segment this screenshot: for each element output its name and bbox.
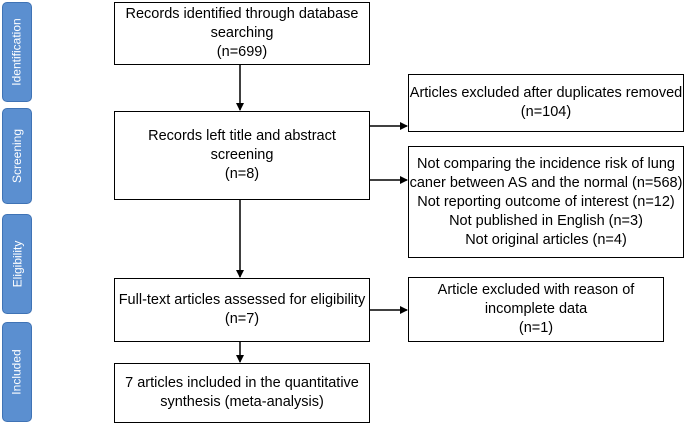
box-duplicates-removed: Articles excluded after duplicates remov… <box>408 74 684 132</box>
box-text-line: Not reporting outcome of interest (n=12) <box>417 193 675 210</box>
box-text-line: Full-text articles assessed for eligibil… <box>118 292 366 308</box>
stage-tab-screening: Screening <box>2 108 32 204</box>
box-text-line: Not published in English (n=3) <box>449 212 643 229</box>
box-text-line: (n=7) <box>224 311 260 327</box>
box-text-line: (n=104) <box>520 104 572 120</box>
box-screening-excluded: Not comparing the incidence risk of lung… <box>408 146 684 258</box>
box-text-line: (n=699) <box>216 44 268 60</box>
stage-tab-identification: Identification <box>2 2 32 102</box>
box-text-line: searching <box>210 25 274 41</box>
box-text-line: Records identified through database <box>125 6 359 22</box>
box-text-line: Not original articles (n=4) <box>465 231 627 248</box>
stage-tab-eligibility: Eligibility <box>2 214 32 314</box>
box-text-line: incomplete data <box>484 301 588 317</box>
box-text-line: screening <box>210 147 274 163</box>
box-text-line: Records left title and abstract <box>148 128 336 144</box>
box-text-line: Article excluded with reason of <box>437 282 635 298</box>
box-text-line: caner between AS and the normal (n=568) <box>409 174 683 191</box>
box-fulltext-excluded: Article excluded with reason of incomple… <box>408 277 664 342</box>
box-text-line: Articles excluded after duplicates remov… <box>409 85 683 101</box>
stage-tab-included: Included <box>2 322 32 422</box>
box-text-line: 7 articles included in the quantitative <box>125 375 359 391</box>
box-included: 7 articles included in the quantitative … <box>114 363 370 423</box>
box-screening: Records left title and abstract screenin… <box>114 111 370 200</box>
box-text-line: (n=8) <box>224 166 260 182</box>
box-text-line: Not comparing the incidence risk of lung <box>417 155 675 172</box>
box-records-identified: Records identified through database sear… <box>114 2 370 65</box>
box-text-line: (n=1) <box>518 320 554 336</box>
box-text-line: synthesis (meta-analysis) <box>160 394 324 410</box>
box-fulltext-assessed: Full-text articles assessed for eligibil… <box>114 278 370 342</box>
